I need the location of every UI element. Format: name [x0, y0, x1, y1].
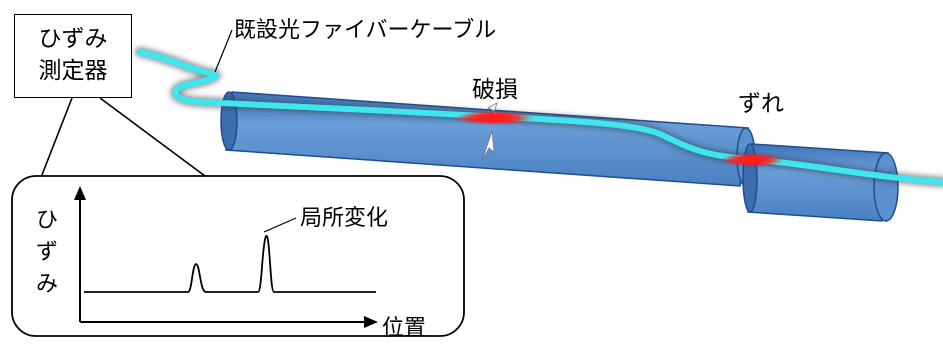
- position-axis-label: 位置: [382, 316, 427, 341]
- local-change-label: 局所変化: [300, 206, 389, 231]
- meter-label-line1: ひずみ: [38, 26, 108, 52]
- hotspot-offset: [720, 153, 784, 167]
- meter-label-line2: 測定器: [38, 58, 108, 84]
- hotspot-damage: [454, 111, 534, 125]
- graph-bubble: [11, 175, 465, 337]
- graph-axes: [74, 186, 378, 328]
- strain-axis-label-3: み: [36, 272, 59, 297]
- damage-label: 破損: [472, 77, 518, 103]
- strain-trace: [84, 235, 376, 293]
- strain-axis-label-2: ず: [36, 240, 59, 265]
- strain-axis-label-1: ひ: [36, 208, 59, 233]
- existing-cable-label: 既設光ファイバーケーブル: [234, 18, 497, 43]
- cable-leader-line: [214, 29, 233, 73]
- callout-lines: [39, 97, 206, 181]
- local-change-leader: [263, 217, 297, 233]
- offset-label: ずれ: [738, 91, 784, 117]
- strain-meter-box: ひずみ 測定器: [14, 14, 132, 98]
